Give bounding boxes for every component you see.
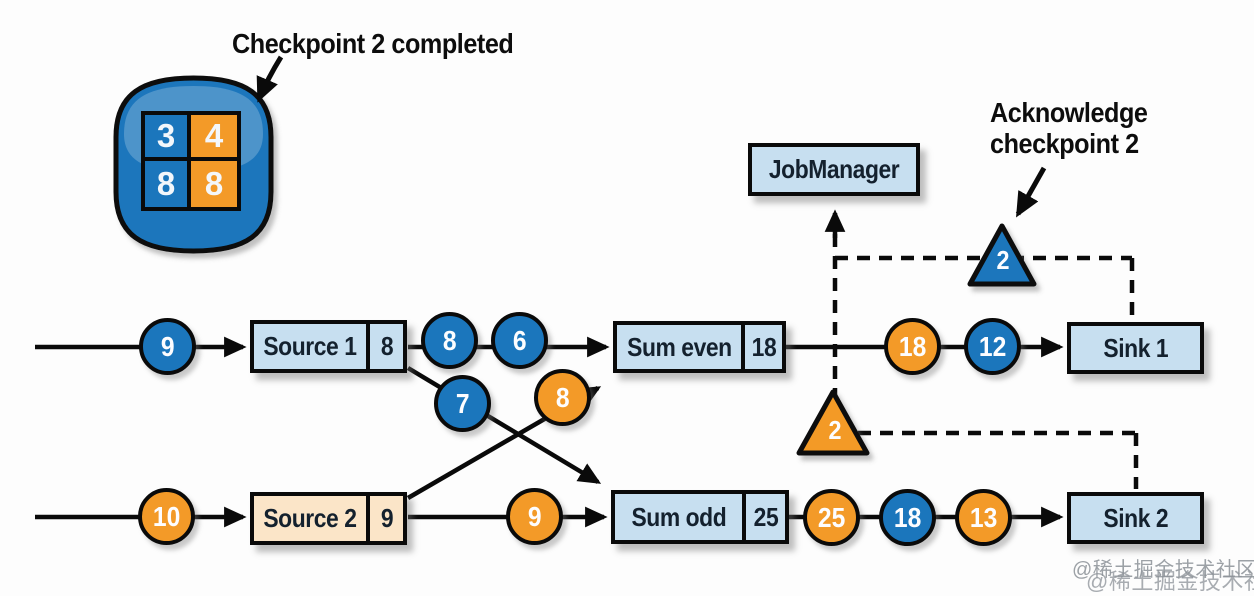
- record-circle: 13: [955, 489, 1012, 546]
- record-circle: 8: [534, 369, 591, 426]
- record-circle: 6: [491, 312, 548, 369]
- sum-odd-state-cell: 25: [742, 494, 785, 540]
- checkpoint-state-grid: 3 4 8 8: [141, 111, 241, 211]
- sum-even-box: Sum even 18: [613, 321, 786, 373]
- ack-triangle-blue: [967, 223, 1037, 287]
- jobmanager-label: JobManager: [768, 154, 900, 184]
- jobmanager-box: JobManager: [748, 143, 920, 196]
- sink2-label: Sink 2: [1103, 502, 1168, 533]
- sum-even-label: Sum even: [626, 331, 732, 362]
- record-circle: 18: [884, 318, 941, 375]
- record-circle: 7: [434, 375, 491, 432]
- state-cell: 4: [191, 115, 237, 161]
- record-circle: 9: [506, 488, 563, 545]
- sink1-box: Sink 1: [1067, 322, 1204, 374]
- record-circle: 8: [421, 312, 478, 369]
- watermark-text: @稀土掘金技术社区: [1072, 559, 1254, 581]
- sum-odd-label: Sum odd: [631, 501, 726, 532]
- source2-state-cell: 9: [366, 496, 403, 541]
- record-circle: 9: [139, 318, 196, 375]
- sink1-label: Sink 1: [1103, 332, 1168, 363]
- source1-box: Source 1 8: [250, 320, 407, 373]
- acknowledge-label-arrow: [1015, 166, 1047, 218]
- ack-triangle-value: 2: [996, 245, 1010, 275]
- record-circle: 18: [879, 489, 936, 546]
- state-cell: 8: [191, 161, 237, 207]
- checkpoint-completed-label: Checkpoint 2 completed: [232, 28, 514, 59]
- barrier-triangle-value: 2: [828, 415, 842, 445]
- source2-label: Source 2: [263, 503, 357, 533]
- state-cell: 8: [145, 161, 191, 207]
- record-circle: 25: [803, 489, 860, 546]
- sink2-box: Sink 2: [1067, 492, 1204, 544]
- source1-label: Source 1: [263, 331, 357, 361]
- acknowledge-label: Acknowledge checkpoint 2: [990, 97, 1148, 159]
- barrier-triangle-orange: [796, 389, 870, 456]
- record-circle: 12: [964, 318, 1021, 375]
- source1-state-cell: 8: [366, 324, 403, 369]
- watermark-text: @稀土掘金技术社区: [1086, 569, 1254, 594]
- sum-odd-box: Sum odd 25: [611, 490, 789, 544]
- checkpoint-label-arrow: [256, 55, 284, 103]
- record-circle: 10: [138, 488, 195, 545]
- source2-box: Source 2 9: [250, 492, 407, 545]
- sum-even-state-cell: 18: [741, 325, 782, 369]
- state-cell: 3: [145, 115, 191, 161]
